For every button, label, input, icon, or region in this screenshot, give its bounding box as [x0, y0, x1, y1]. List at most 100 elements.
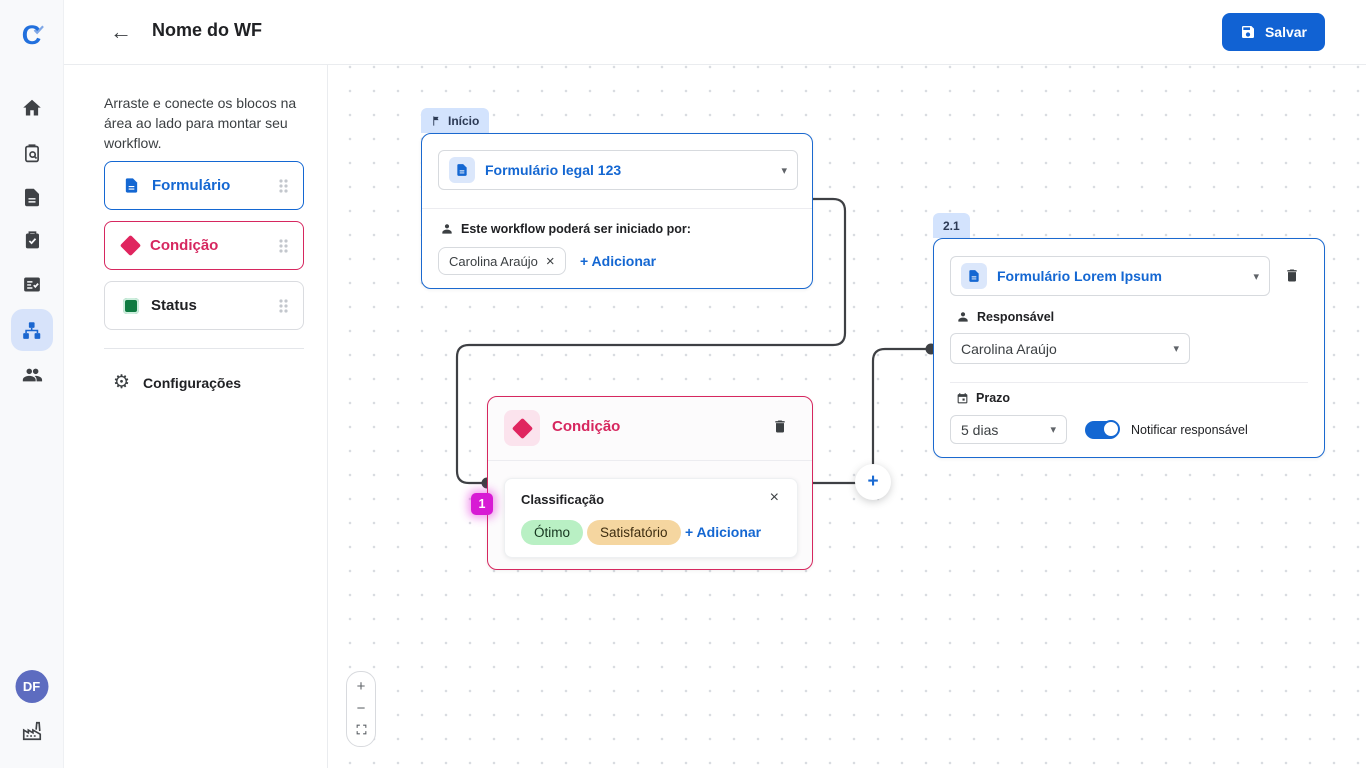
toggle-knob — [1102, 420, 1120, 438]
tag-satisfatorio[interactable]: Satisfatório — [587, 520, 681, 545]
task-node-tab: 2.1 — [933, 213, 970, 238]
workflow-canvas[interactable]: Início Formulário legal 123 ▾ Este workf… — [328, 65, 1366, 768]
notify-label: Notificar responsável — [1131, 423, 1248, 437]
back-button[interactable]: ← — [110, 19, 132, 44]
node-divider — [422, 208, 812, 209]
app-logo[interactable]: C — [21, 20, 44, 50]
logo-letter: C — [21, 20, 42, 50]
start-form-select[interactable]: Formulário legal 123 ▾ — [438, 150, 798, 190]
responsible-row: Responsável — [956, 310, 1054, 324]
condition-diamond-icon — [511, 417, 533, 439]
deadline-select[interactable]: 5 dias ▾ — [950, 415, 1067, 444]
sidebar-item-workflows-active[interactable] — [10, 309, 53, 351]
chevron-down-icon: ▾ — [1253, 270, 1259, 283]
classification-title: Classificação — [521, 492, 605, 507]
sidebar-item-audit[interactable] — [21, 143, 42, 164]
condition-icon-tile — [504, 410, 540, 446]
start-node[interactable]: Formulário legal 123 ▾ Este workflow pod… — [421, 133, 813, 289]
sidebar-item-home[interactable] — [21, 98, 42, 119]
condition-node[interactable]: Condição Classificação × Ótimo Satisfató… — [487, 396, 813, 570]
trash-icon — [1287, 269, 1297, 282]
save-icon — [1241, 26, 1254, 38]
deadline-value: 5 dias — [961, 421, 999, 438]
block-formulario[interactable]: Formulário — [104, 161, 304, 210]
form-icon — [125, 178, 138, 193]
node-divider — [488, 460, 812, 461]
page-title: Nome do WF — [152, 20, 262, 40]
add-node-button[interactable]: + — [855, 464, 891, 500]
fit-view-icon — [356, 724, 366, 735]
delete-task-button[interactable] — [1284, 267, 1300, 289]
drag-handle-icon[interactable] — [277, 177, 289, 195]
task-node[interactable]: Formulário Lorem Ipsum ▾ Responsável Car… — [933, 238, 1325, 458]
start-form-value: Formulário legal 123 — [485, 162, 622, 178]
chevron-down-icon: ▾ — [781, 164, 787, 177]
save-label: Salvar — [1264, 24, 1307, 40]
node-divider — [950, 382, 1308, 383]
zoom-out-button[interactable]: − — [356, 700, 366, 717]
sidebar-item-people[interactable] — [21, 364, 43, 386]
sidebar-item-tasks[interactable] — [21, 230, 42, 251]
form-doc-icon — [961, 263, 987, 289]
list-check-icon — [23, 277, 40, 292]
clipboard-check-icon — [25, 231, 39, 249]
initiator-chip[interactable]: Carolina Araújo × — [438, 247, 566, 275]
chevron-down-icon: ▾ — [1173, 343, 1179, 355]
status-square-icon — [123, 297, 139, 314]
fit-view-button[interactable] — [355, 723, 368, 739]
wire-order-badge: 1 — [471, 493, 493, 515]
sidebar-item-organization[interactable] — [21, 720, 43, 742]
block-condicao[interactable]: Condição — [104, 221, 304, 270]
condition-diamond-icon — [119, 234, 142, 257]
start-node-tab: Início — [421, 108, 490, 133]
close-classification-icon[interactable]: × — [769, 489, 779, 506]
task-tab-label: 2.1 — [943, 218, 960, 233]
tag-otimo[interactable]: Ótimo — [521, 520, 584, 545]
responsible-select[interactable]: Carolina Araújo ▾ — [950, 333, 1190, 364]
task-form-select[interactable]: Formulário Lorem Ipsum ▾ — [950, 256, 1270, 296]
document-icon — [24, 188, 39, 207]
deadline-row: Prazo — [956, 391, 1010, 405]
panel-instruction: Arraste e conecte os blocos na área ao l… — [104, 95, 297, 151]
add-initiator-link[interactable]: + Adicionar — [580, 253, 657, 269]
zoom-in-button[interactable]: + — [356, 678, 366, 695]
settings-label: Configurações — [143, 374, 242, 391]
factory-icon — [22, 721, 41, 741]
sidebar-item-documents[interactable] — [21, 187, 42, 208]
workflow-icon — [23, 321, 41, 339]
remove-initiator-icon[interactable]: × — [545, 252, 555, 270]
drag-handle-icon[interactable] — [277, 237, 289, 255]
chevron-down-icon: ▾ — [1050, 424, 1056, 436]
delete-condition-button[interactable] — [772, 418, 788, 440]
responsible-label: Responsável — [977, 310, 1055, 324]
trash-icon — [775, 420, 785, 433]
classification-card: Classificação × Ótimo Satisfatório + Adi… — [504, 478, 798, 558]
save-button[interactable]: Salvar — [1221, 13, 1325, 51]
calendar-icon — [957, 392, 968, 403]
people-icon — [22, 368, 42, 382]
form-doc-icon — [449, 157, 475, 183]
user-avatar[interactable]: DF — [15, 670, 48, 703]
notify-toggle[interactable] — [1085, 420, 1120, 439]
add-tag-link[interactable]: + Adicionar — [685, 524, 762, 540]
avatar-initials: DF — [15, 670, 48, 703]
blocks-panel: Arraste e conecte os blocos na área ao l… — [64, 65, 328, 768]
initiators-label: Este workflow poderá ser iniciado por: — [461, 222, 691, 236]
drag-handle-icon[interactable] — [277, 297, 289, 315]
responsible-value: Carolina Araújo — [961, 340, 1057, 357]
gear-icon: ⚙ — [113, 372, 131, 393]
deadline-label: Prazo — [976, 391, 1011, 405]
sidebar-item-forms[interactable] — [21, 274, 42, 295]
condition-title: Condição — [552, 418, 621, 435]
zoom-controls: + − — [346, 671, 376, 747]
person-icon — [958, 312, 968, 322]
start-tab-label: Início — [448, 113, 480, 128]
home-icon — [22, 99, 41, 116]
block-status[interactable]: Status — [104, 281, 304, 330]
settings-button[interactable]: ⚙ Configurações — [113, 373, 241, 392]
block-label: Formulário — [152, 177, 231, 194]
top-bar: ← Nome do WF Salvar — [64, 0, 1366, 65]
block-label: Condição — [150, 237, 219, 254]
icon-rail: C DF — [0, 0, 64, 768]
